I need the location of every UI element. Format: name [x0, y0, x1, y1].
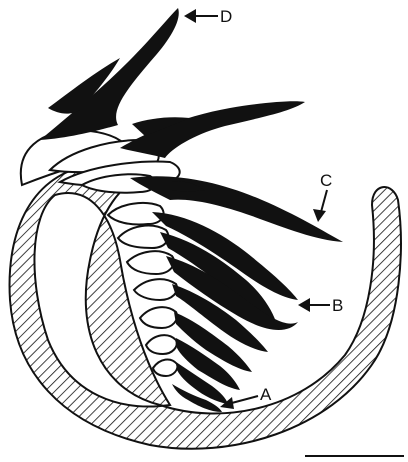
label-b: B	[332, 296, 343, 315]
label-c-group: C	[313, 171, 332, 222]
label-d: D	[220, 7, 232, 26]
label-c: C	[320, 171, 332, 190]
fin-rays	[40, 8, 343, 412]
label-d-group: D	[184, 7, 232, 26]
label-a: A	[260, 385, 272, 404]
label-b-group: B	[298, 296, 343, 315]
label-a-group: A	[220, 385, 272, 409]
